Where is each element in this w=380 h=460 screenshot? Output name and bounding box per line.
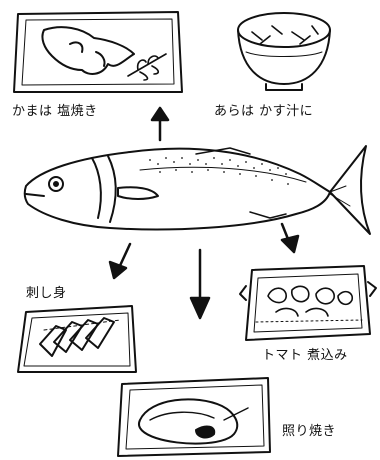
- teriyaki-fish-steak: [139, 399, 248, 443]
- stew-ingredients: [268, 286, 352, 316]
- sashimi-slices: [40, 318, 120, 356]
- arrow-down-sashimi: [110, 244, 130, 278]
- arrow-down-teriyaki: [191, 250, 209, 318]
- label-sashimi: 刺し身: [26, 282, 67, 301]
- label-teriyaki: 照り焼き: [282, 420, 336, 439]
- sashimi-plate: [18, 306, 136, 372]
- garnish-leaf-icon: [128, 54, 166, 80]
- label-kama-shioyaki: かまは 塩焼き: [12, 100, 98, 119]
- label-tomato-nikomi: トマト 煮込み: [262, 344, 348, 363]
- label-ara-kasujiru: あらは かす汁に: [214, 100, 313, 119]
- arrow-down-tomato: [282, 224, 298, 252]
- yellowtail-fish: [25, 146, 370, 234]
- stew-pan: [240, 266, 376, 340]
- arrow-up-kama: [152, 108, 168, 140]
- kama-fish-collar: [42, 27, 134, 74]
- soup-bowl: [238, 13, 330, 90]
